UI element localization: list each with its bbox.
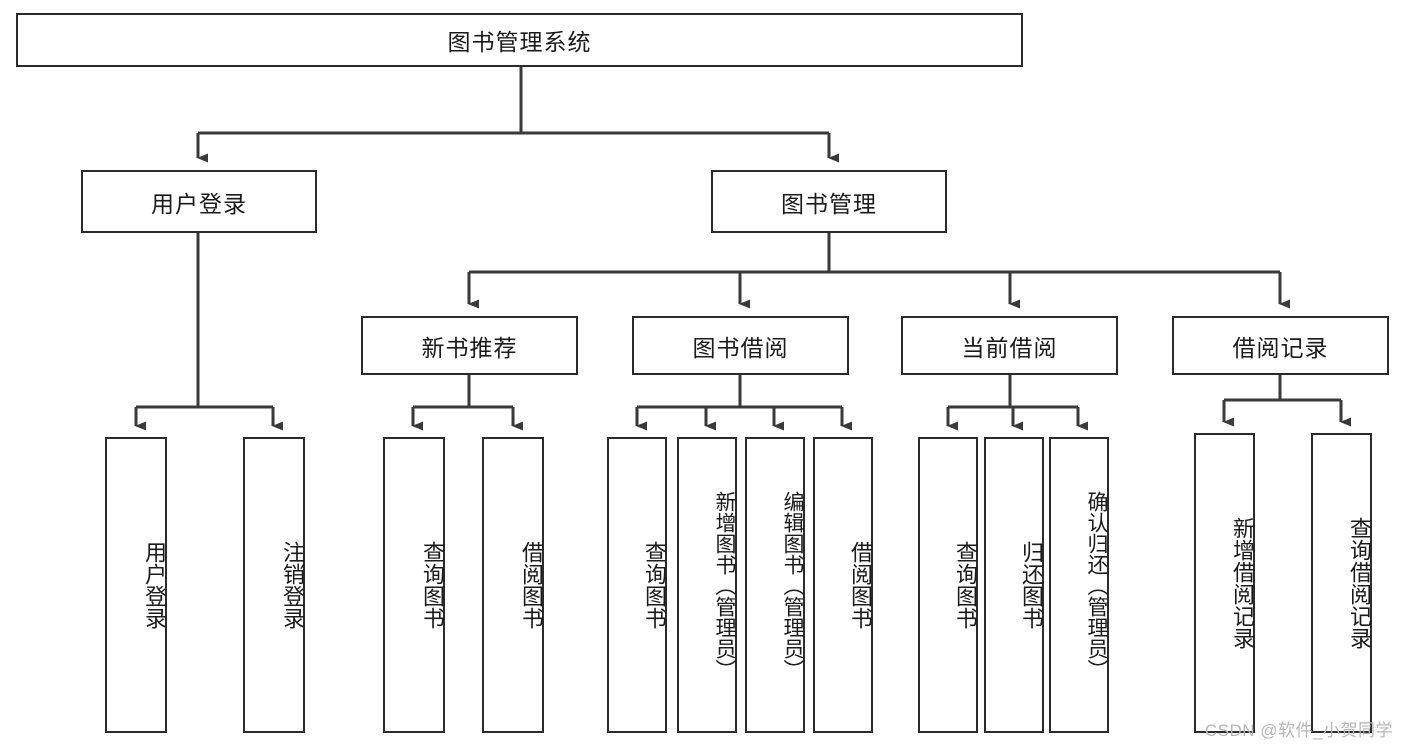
watermark-text: CSDN @软件_小贺同学 bbox=[1204, 721, 1393, 740]
node-label: 查询图书 bbox=[953, 541, 978, 629]
node-label: 图书借阅 bbox=[692, 334, 789, 361]
leaf-borrow-borrow-book[interactable]: 借阅图书 bbox=[813, 437, 873, 733]
leaf-borrow-query-book[interactable]: 查询图书 bbox=[607, 437, 667, 733]
node-user-login[interactable]: 用户登录 bbox=[81, 170, 317, 233]
node-label: 用户登录 bbox=[142, 541, 167, 629]
leaf-record-query-record[interactable]: 查询借阅记录 bbox=[1311, 433, 1372, 733]
node-label: 新增图书（管理员） bbox=[713, 490, 736, 680]
leaf-current-return-book[interactable]: 归还图书 bbox=[984, 437, 1044, 733]
node-label: 图书管理 bbox=[781, 190, 877, 217]
leaf-record-add-record[interactable]: 新增借阅记录 bbox=[1194, 433, 1255, 733]
leaf-user-login-login[interactable]: 用户登录 bbox=[105, 437, 167, 733]
node-borrow-record[interactable]: 借阅记录 bbox=[1172, 316, 1389, 375]
node-label: 新增借阅记录 bbox=[1230, 517, 1255, 649]
node-label: 确认归还（管理员） bbox=[1085, 490, 1108, 680]
node-label: 查询图书 bbox=[642, 541, 667, 629]
leaf-recommend-query-book[interactable]: 查询图书 bbox=[383, 437, 445, 733]
leaf-user-login-logout[interactable]: 注销登录 bbox=[243, 437, 305, 733]
node-book-management[interactable]: 图书管理 bbox=[711, 170, 947, 233]
node-label: 当前借阅 bbox=[961, 334, 1058, 361]
leaf-borrow-add-book-admin[interactable]: 新增图书（管理员） bbox=[677, 437, 737, 733]
node-label: 借阅记录 bbox=[1232, 334, 1329, 361]
node-label: 查询借阅记录 bbox=[1347, 517, 1372, 649]
node-label: 编辑图书（管理员） bbox=[781, 490, 804, 680]
leaf-current-query-book[interactable]: 查询图书 bbox=[918, 437, 978, 733]
node-label: 新书推荐 bbox=[421, 334, 518, 361]
node-root-system[interactable]: 图书管理系统 bbox=[16, 13, 1023, 67]
leaf-borrow-edit-book-admin[interactable]: 编辑图书（管理员） bbox=[745, 437, 805, 733]
node-label: 借阅图书 bbox=[519, 541, 544, 629]
node-label: 归还图书 bbox=[1019, 541, 1044, 629]
node-current-borrow[interactable]: 当前借阅 bbox=[901, 316, 1118, 375]
node-book-borrow[interactable]: 图书借阅 bbox=[632, 316, 849, 375]
node-label: 借阅图书 bbox=[848, 541, 873, 629]
node-label: 查询图书 bbox=[420, 541, 445, 629]
node-label: 注销登录 bbox=[280, 541, 305, 629]
leaf-recommend-borrow-book[interactable]: 借阅图书 bbox=[482, 437, 544, 733]
leaf-current-confirm-return-admin[interactable]: 确认归还（管理员） bbox=[1049, 437, 1109, 733]
node-label: 用户登录 bbox=[151, 190, 247, 217]
node-new-book-recommend[interactable]: 新书推荐 bbox=[361, 316, 578, 375]
node-label: 图书管理系统 bbox=[447, 29, 592, 55]
